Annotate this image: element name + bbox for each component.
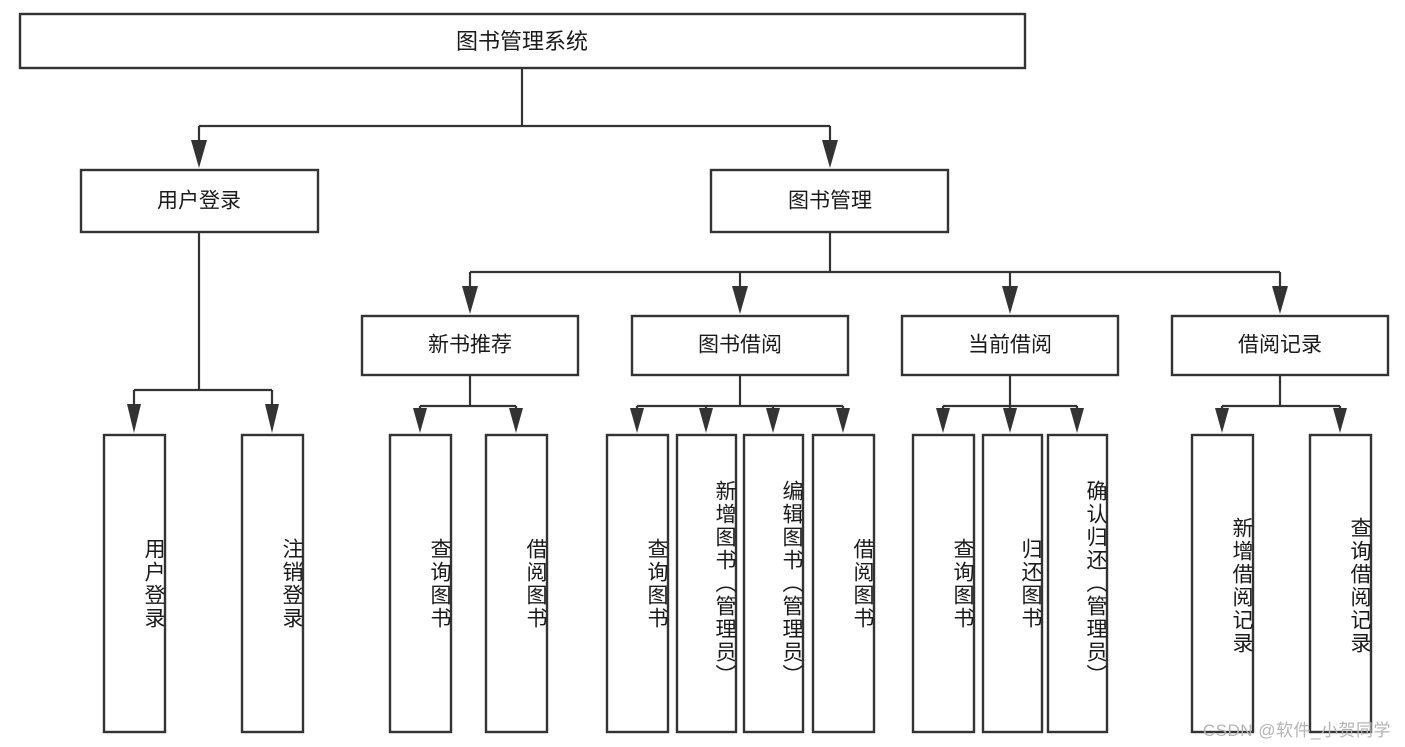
node-leaf-return-book-box[interactable] xyxy=(981,433,1044,734)
node-book-management[interactable]: 图书管理 xyxy=(709,168,950,234)
connector-group-user-login xyxy=(127,232,279,433)
arrow-book-borrow xyxy=(732,286,748,314)
node-new-book-recommend[interactable]: 新书推荐 xyxy=(360,314,580,377)
node-leaf-borrow-book-1-box[interactable] xyxy=(484,433,549,734)
arrow-borrow-record xyxy=(1272,286,1288,314)
arrow-new-book-recommend xyxy=(462,286,478,314)
arrow-leaf-query-book-3 xyxy=(936,408,950,433)
connector-group-new-book-recommend xyxy=(413,375,523,433)
arrow-leaf-query-book-2 xyxy=(630,408,644,433)
node-leaf-query-book-1-box[interactable] xyxy=(388,433,453,734)
node-user-login-box xyxy=(79,168,320,234)
node-leaf-user-login-box[interactable] xyxy=(102,433,167,734)
node-user-login-label: 用户登录 xyxy=(157,190,241,213)
arrow-leaf-confirm-return xyxy=(1070,408,1084,433)
node-leaf-query-book-2-box[interactable] xyxy=(605,433,670,734)
node-user-login[interactable]: 用户登录 xyxy=(79,168,320,234)
leaf-boxes xyxy=(102,433,1373,734)
node-current-borrow[interactable]: 当前借阅 xyxy=(900,314,1120,377)
node-book-management-label: 图书管理 xyxy=(788,190,872,213)
arrow-leaf-query-record xyxy=(1333,408,1347,433)
node-root[interactable]: 图书管理系统 xyxy=(18,12,1027,70)
node-leaf-add-book-box[interactable] xyxy=(675,433,738,734)
node-book-borrow-box xyxy=(630,314,850,377)
arrow-current-borrow xyxy=(1002,286,1018,314)
arrow-leaf-borrow-book-1 xyxy=(509,408,523,433)
connector-group-borrow-record xyxy=(1215,375,1347,433)
arrow-leaf-borrow-book-2 xyxy=(836,408,850,433)
arrow-leaf-user-login xyxy=(127,404,141,433)
node-root-box xyxy=(18,12,1027,70)
node-borrow-record-label: 借阅记录 xyxy=(1238,334,1322,357)
arrow-leaf-return-book xyxy=(1003,408,1017,433)
node-leaf-query-record-box[interactable] xyxy=(1308,433,1373,734)
node-book-management-box xyxy=(709,168,950,234)
connector-group-book-management xyxy=(462,232,1288,314)
node-leaf-borrow-book-2-box[interactable] xyxy=(811,433,876,734)
arrow-leaf-add-book xyxy=(699,408,713,433)
arrow-book-management xyxy=(822,140,838,168)
node-leaf-query-book-3-box[interactable] xyxy=(911,433,976,734)
node-current-borrow-label: 当前借阅 xyxy=(968,334,1052,357)
node-book-borrow[interactable]: 图书借阅 xyxy=(630,314,850,377)
connector-group-root xyxy=(191,68,838,168)
node-root-label: 图书管理系统 xyxy=(456,29,588,54)
connector-group-current-borrow xyxy=(936,375,1084,433)
node-leaf-edit-book-box[interactable] xyxy=(742,433,805,734)
node-book-borrow-label: 图书借阅 xyxy=(698,334,782,357)
arrow-leaf-edit-book xyxy=(766,408,780,433)
node-borrow-record[interactable]: 借阅记录 xyxy=(1170,314,1390,377)
node-leaf-add-record-box[interactable] xyxy=(1190,433,1255,734)
node-leaf-user-logout-box[interactable] xyxy=(240,433,305,734)
csdn-watermark: CSDN @软件_小贺同学 xyxy=(1202,721,1391,740)
node-new-book-recommend-box xyxy=(360,314,580,377)
node-borrow-record-box xyxy=(1170,314,1390,377)
node-current-borrow-box xyxy=(900,314,1120,377)
connector-group-book-borrow xyxy=(630,375,850,433)
arrow-leaf-user-logout xyxy=(265,404,279,433)
arrow-user-login xyxy=(191,140,207,168)
arrow-leaf-add-record xyxy=(1215,408,1229,433)
node-leaf-confirm-return-box[interactable] xyxy=(1046,433,1109,734)
arrow-leaf-query-book-1 xyxy=(413,408,427,433)
node-new-book-recommend-label: 新书推荐 xyxy=(428,334,512,357)
